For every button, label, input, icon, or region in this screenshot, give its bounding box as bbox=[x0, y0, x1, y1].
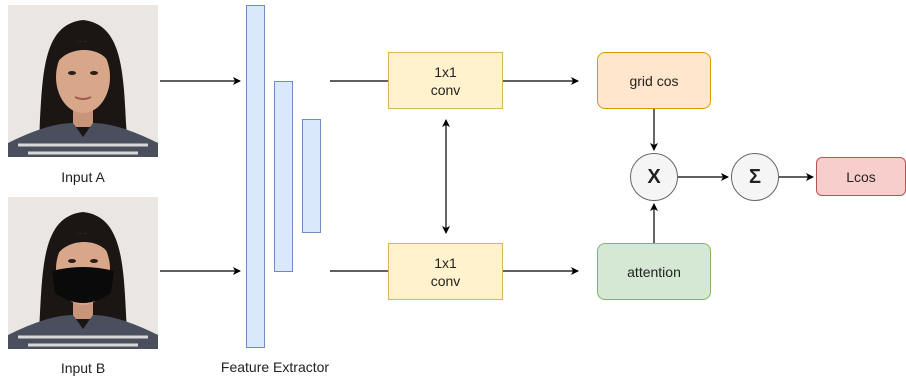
input-b-image bbox=[8, 197, 158, 349]
conv-bottom-node: 1x1 conv bbox=[388, 243, 503, 300]
multiply-symbol: X bbox=[647, 166, 661, 188]
feature-extractor-block-3 bbox=[302, 119, 321, 233]
feature-extractor-label: Feature Extractor bbox=[220, 359, 330, 375]
sum-symbol: Σ bbox=[748, 166, 761, 188]
grid-cos-label: grid cos bbox=[629, 72, 679, 89]
conv-top-node: 1x1 conv bbox=[388, 52, 503, 109]
attention-label: attention bbox=[627, 263, 681, 280]
multiply-operator: X bbox=[630, 153, 678, 201]
input-a-image bbox=[8, 5, 158, 157]
conv-top-line1: 1x1 bbox=[434, 63, 457, 80]
conv-bottom-line1: 1x1 bbox=[434, 254, 457, 271]
input-b-label: Input B bbox=[60, 360, 106, 376]
attention-node: attention bbox=[597, 243, 711, 300]
sum-operator: Σ bbox=[731, 153, 779, 201]
conv-bottom-line2: conv bbox=[430, 272, 461, 289]
input-a-label: Input A bbox=[61, 169, 105, 185]
lcos-label: Lcos bbox=[846, 168, 876, 185]
conv-top-line2: conv bbox=[430, 81, 461, 98]
lcos-node: Lcos bbox=[816, 157, 906, 196]
feature-extractor-block-1 bbox=[246, 5, 265, 348]
feature-extractor-block-2 bbox=[274, 81, 293, 272]
grid-cos-node: grid cos bbox=[597, 52, 711, 109]
